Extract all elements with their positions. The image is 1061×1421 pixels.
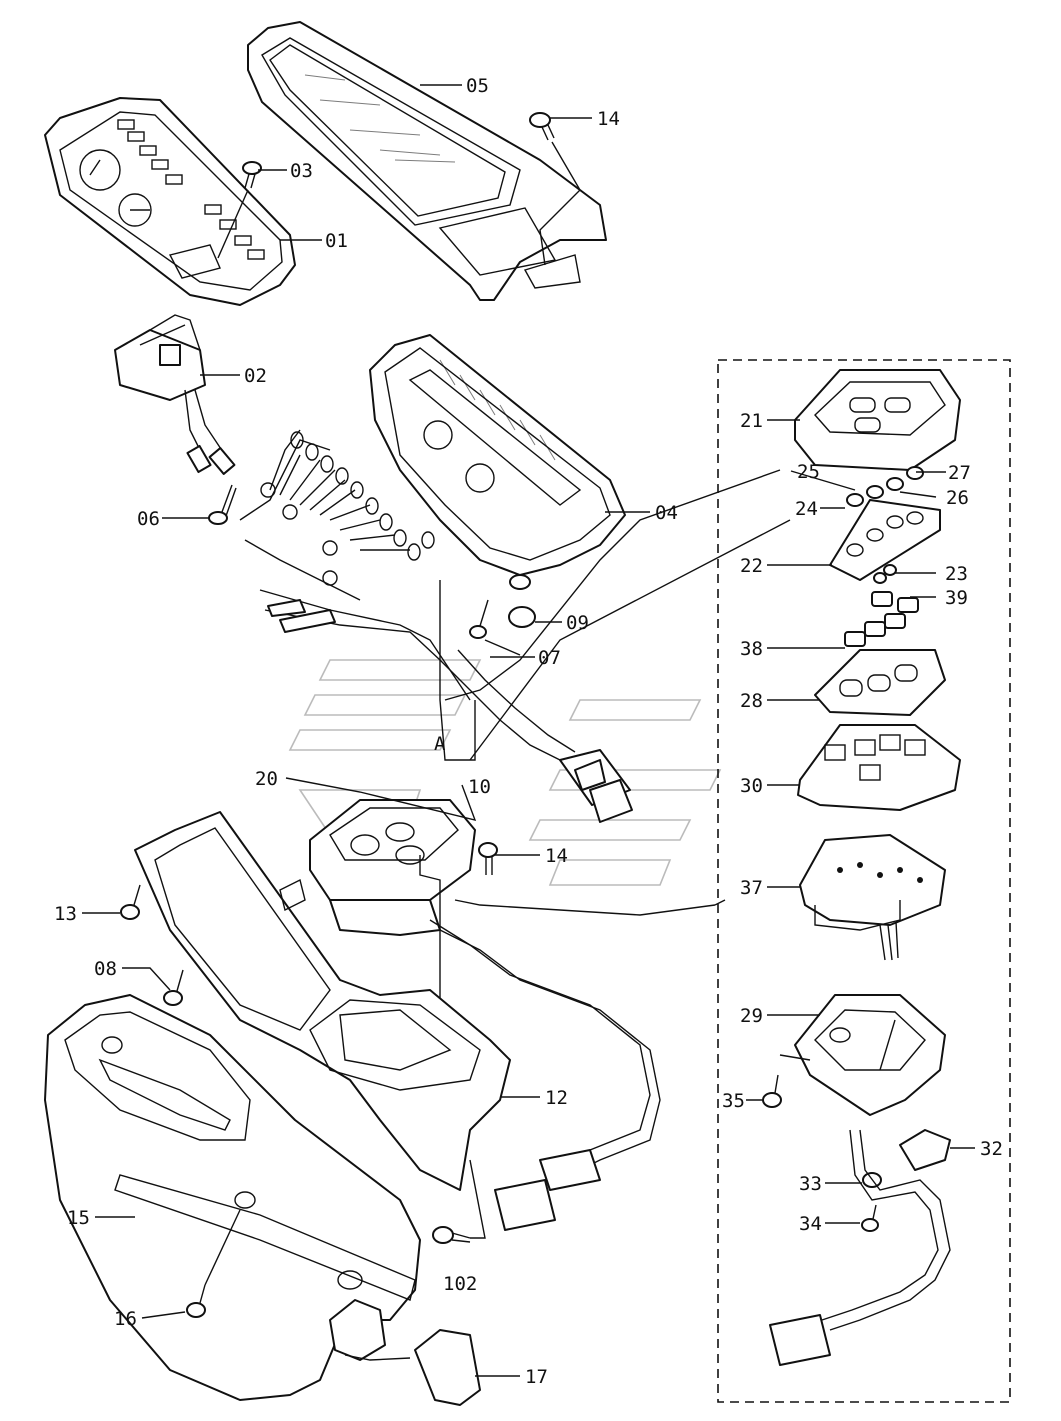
callout-32: 32 xyxy=(980,1138,1003,1160)
part-34-screw xyxy=(861,1204,879,1232)
part-20-control-unit xyxy=(309,799,716,1231)
callout-23: 23 xyxy=(945,563,968,585)
callout-05: 05 xyxy=(466,75,489,97)
callout-26: 26 xyxy=(946,487,969,509)
watermark-logo xyxy=(288,659,722,886)
callout-14-top: 14 xyxy=(597,108,620,130)
callout-17: 17 xyxy=(525,1366,548,1388)
callout-04: 04 xyxy=(655,502,678,524)
callout-34: 34 xyxy=(799,1213,822,1235)
callout-01: 01 xyxy=(325,230,348,252)
part-09-cap xyxy=(508,606,536,628)
part-22-switch-board xyxy=(829,466,941,581)
part-08-screw xyxy=(163,969,184,1006)
callout-labels: 05 14 03 01 02 04 06 07 09 A 10 20 14 13… xyxy=(54,75,1003,1388)
part-17-cover-plate xyxy=(329,1299,481,1406)
callout-102: 102 xyxy=(443,1273,477,1295)
part-29-base xyxy=(779,994,946,1116)
part-12-bracket-frame xyxy=(134,811,511,1191)
callout-08: 08 xyxy=(94,958,117,980)
part-102-screw xyxy=(432,1159,486,1244)
callout-13: 13 xyxy=(54,903,77,925)
detail-box-link xyxy=(714,899,726,906)
part-07-screw xyxy=(469,599,521,656)
section-a-marker xyxy=(439,469,791,761)
callout-38: 38 xyxy=(740,638,763,660)
detail-box xyxy=(717,359,1011,1403)
part-02-switch xyxy=(114,314,236,475)
callout-14-mid: 14 xyxy=(545,845,568,867)
part-03-screw xyxy=(217,161,262,259)
callout-07: 07 xyxy=(538,647,561,669)
callout-29: 29 xyxy=(740,1005,763,1027)
callout-20: 20 xyxy=(255,768,278,790)
callout-39: 39 xyxy=(945,587,968,609)
part-33-clamp xyxy=(769,1129,951,1366)
callout-24: 24 xyxy=(795,498,818,520)
part-14-screw-top xyxy=(529,112,581,266)
part-16-screw xyxy=(186,1209,241,1318)
callout-09: 09 xyxy=(566,612,589,634)
callout-33: 33 xyxy=(799,1173,822,1195)
part-30-lower-frame xyxy=(797,724,961,811)
callout-12: 12 xyxy=(545,1087,568,1109)
callout-28: 28 xyxy=(740,690,763,712)
callout-35: 35 xyxy=(722,1090,745,1112)
part-04-housing xyxy=(369,334,626,590)
callout-21: 21 xyxy=(740,410,763,432)
callout-27: 27 xyxy=(948,462,971,484)
callout-15: 15 xyxy=(67,1207,90,1229)
part-01-instrument-panel xyxy=(44,97,296,306)
callout-25: 25 xyxy=(797,461,820,483)
callout-06: 06 xyxy=(137,508,160,530)
wiring-harness xyxy=(239,429,633,823)
callout-16: 16 xyxy=(114,1308,137,1330)
part-32-clip xyxy=(899,1129,951,1171)
callout-37: 37 xyxy=(740,877,763,899)
callout-02: 02 xyxy=(244,365,267,387)
part-06-screw xyxy=(208,484,237,525)
callout-03: 03 xyxy=(290,160,313,182)
callout-10: 10 xyxy=(468,776,491,798)
part-13-screw xyxy=(120,884,141,920)
leader-lines xyxy=(82,84,975,1377)
callout-30: 30 xyxy=(740,775,763,797)
part-28-membrane xyxy=(814,649,946,716)
part-05-console-cover xyxy=(247,21,607,301)
part-35-screw xyxy=(762,1074,782,1108)
callout-22: 22 xyxy=(740,555,763,577)
part-14-screw-mid xyxy=(419,842,498,1060)
part-21-top-plate xyxy=(794,369,961,471)
part-23-39-keys xyxy=(844,564,919,647)
callout-A: A xyxy=(434,733,446,755)
part-37-circuit-board xyxy=(799,834,946,961)
